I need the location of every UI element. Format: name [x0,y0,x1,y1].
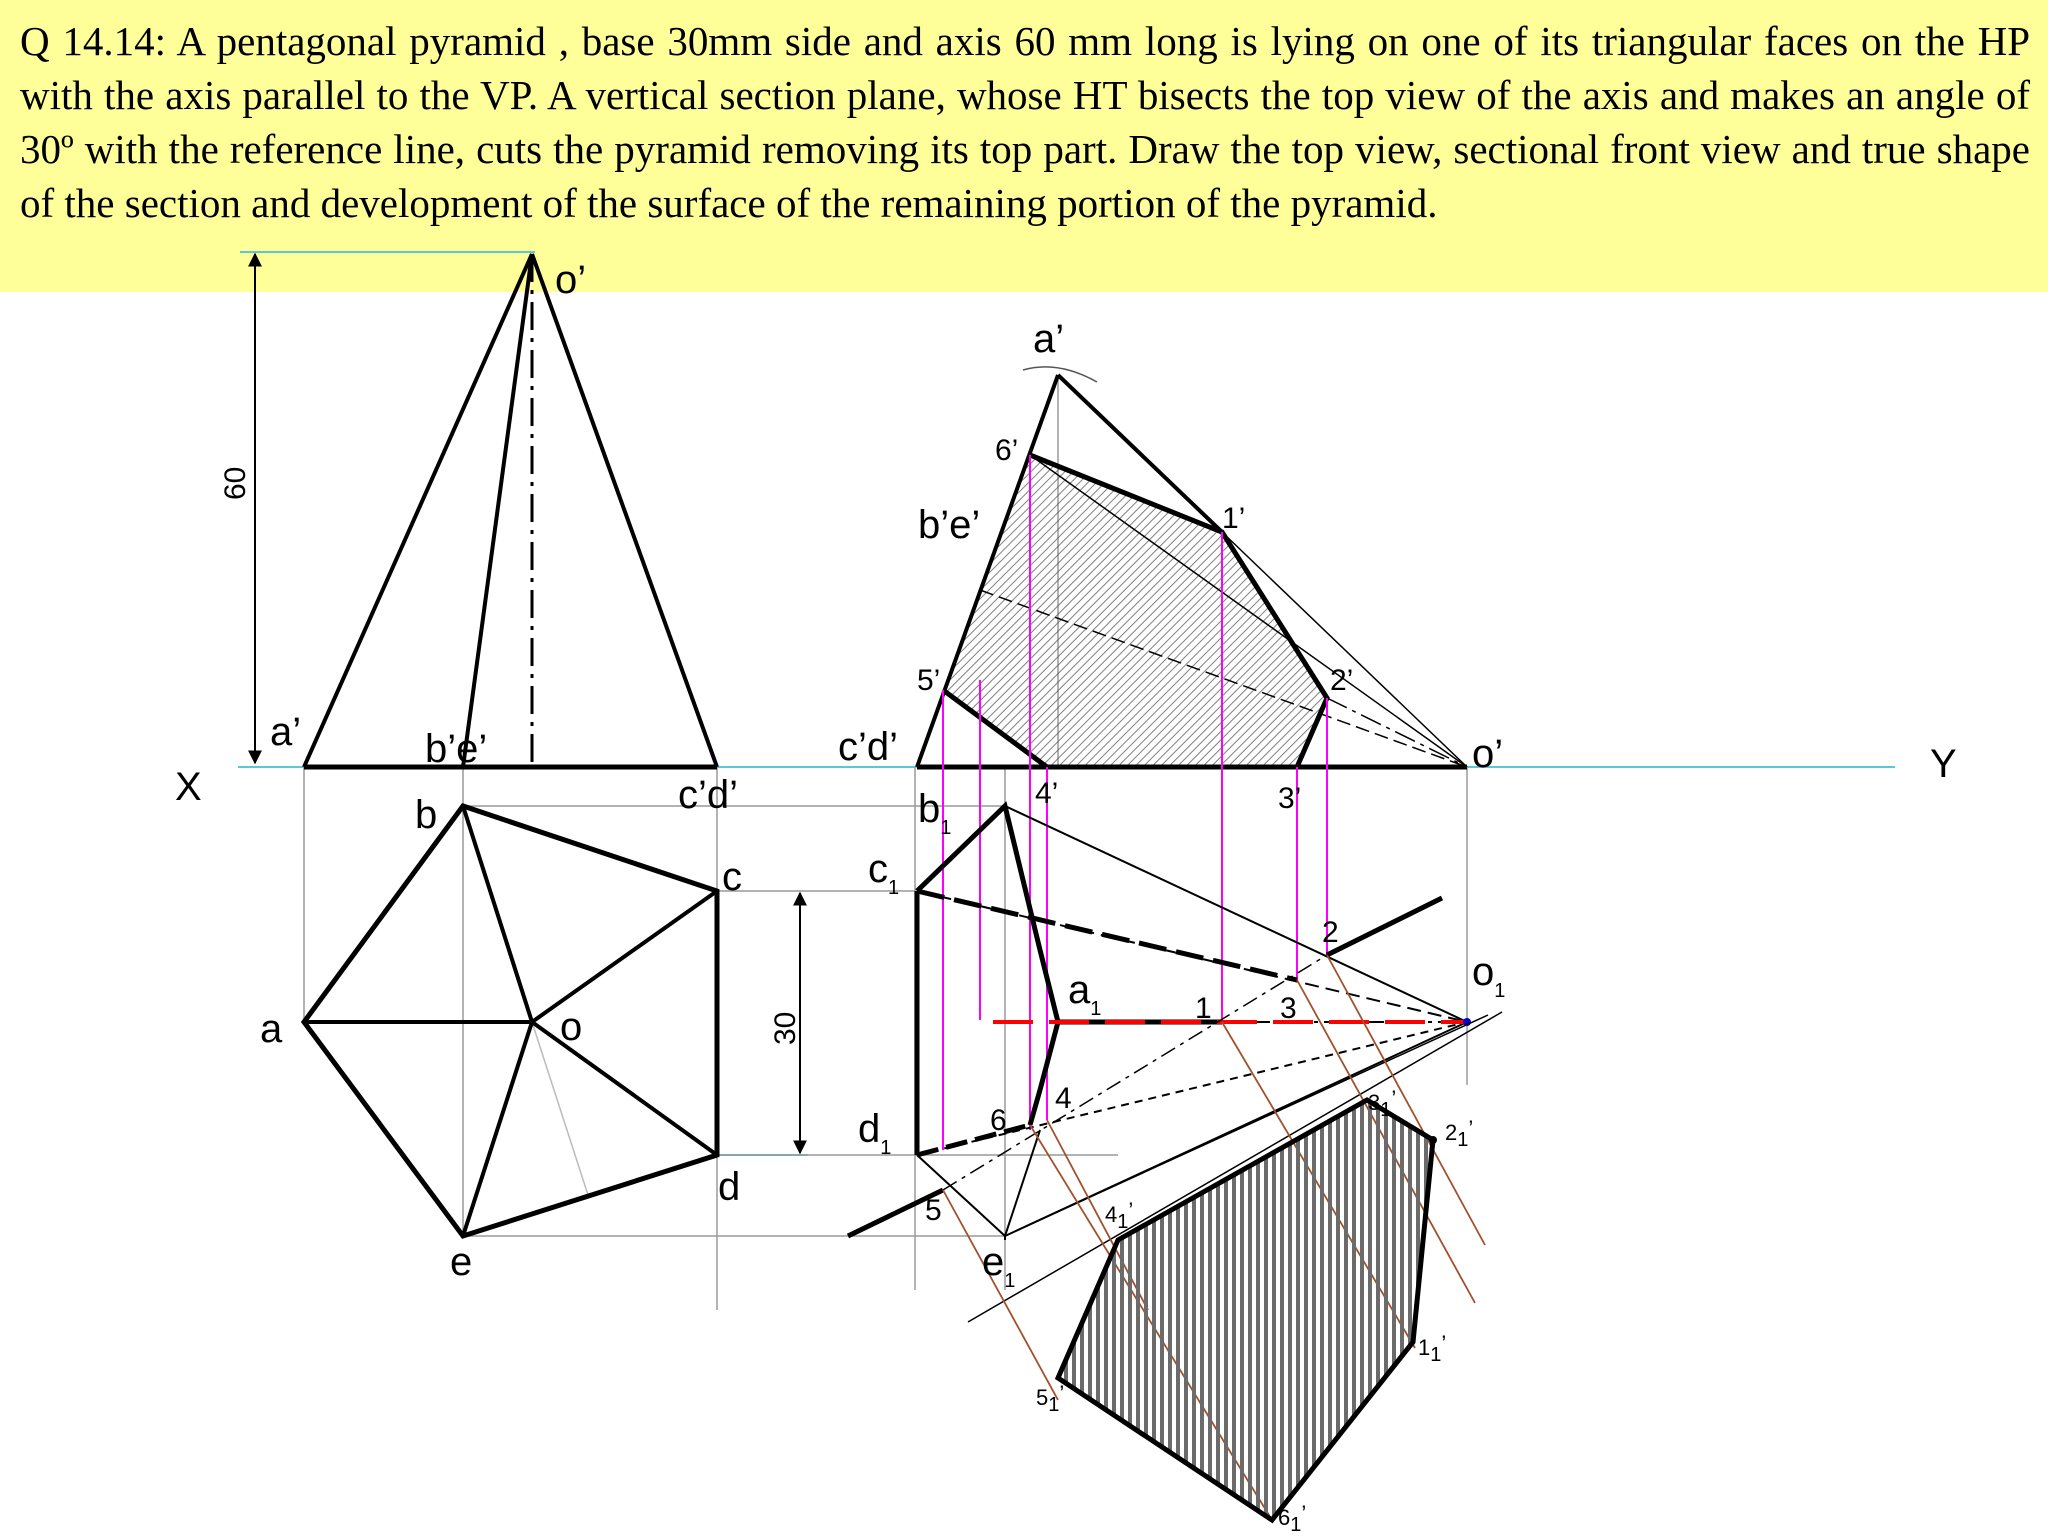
dimension-60-label: 60 [219,467,252,500]
label-fv1-apex: o’ [555,258,586,302]
section-projectors [942,455,1328,1150]
label-y: Y [1930,742,1957,786]
label-tv2-e1: e1 [982,1240,1015,1292]
label-ts-1: 11’ [1418,1331,1446,1366]
question-text: Q 14.14: A pentagonal pyramid , base 30m… [20,18,2030,226]
label-fv2-4: 4’ [1035,777,1058,810]
label-fv2-3: 3’ [1278,782,1301,815]
label-fv2-6: 6’ [995,434,1018,467]
label-fv2-a: a’ [1033,317,1064,361]
label-fv2-be: b’e’ [918,503,980,547]
section-plane-ht-lower [846,1187,945,1239]
question-banner: Q 14.14: A pentagonal pyramid , base 30m… [0,0,2048,292]
label-tv1-d: d [718,1165,740,1209]
label-ts-2: 21’ [1445,1116,1473,1151]
label-fv1-a: a’ [270,710,301,754]
top-view-initial [300,803,720,1239]
label-tv2-c1: c1 [868,847,899,899]
label-tv1-e: e [450,1240,472,1284]
label-tv2-1: 1 [1195,992,1212,1025]
label-tv2-2: 2 [1322,916,1339,949]
label-fv2-5: 5’ [917,664,940,697]
label-x: X [175,765,202,809]
label-tv2-4: 4 [1055,1082,1072,1115]
label-tv1-c: c [722,855,742,899]
label-fv1-cd: c’d’ [678,773,738,817]
label-tv1-o: o [560,1005,582,1049]
label-tv1-b: b [415,793,437,837]
front-view-initial [302,253,719,770]
dimension-30-label: 30 [769,1012,802,1045]
true-shape-point-2 [1429,1136,1437,1144]
auxiliary-reference-line [967,1011,1503,1323]
label-fv1-be: b’e’ [425,727,487,771]
label-tv1-a: a [260,1007,283,1051]
label-tv2-a1: a1 [1068,968,1101,1020]
label-tv2-5: 5 [925,1194,942,1227]
true-shape-section [1054,1097,1436,1524]
label-ts-3: 31’ [1368,1086,1396,1121]
label-ts-4: 41’ [1105,1198,1133,1233]
section-plane-ht-upper [1325,895,1444,958]
section-plane-ht-thin [942,954,1328,1191]
label-ts-6: 61’ [1278,1501,1306,1536]
label-ts-5: 51’ [1036,1381,1064,1416]
label-fv2-1: 1’ [1222,502,1245,535]
label-tv2-b1: b1 [918,787,951,839]
auxiliary-line-2 [1004,1014,1489,1237]
label-tv2-o1: o1 [1472,950,1505,1002]
front-section-hatch [943,455,1327,767]
label-tv2-6: 6 [990,1104,1007,1137]
label-tv2-3: 3 [1280,992,1297,1025]
label-fv2-2: 2’ [1330,664,1353,697]
label-fv2-o: o’ [1472,732,1503,776]
label-fv2-cd: c’d’ [838,725,898,769]
front-view-sectional [915,366,1468,770]
label-tv2-d1: d1 [858,1107,891,1159]
